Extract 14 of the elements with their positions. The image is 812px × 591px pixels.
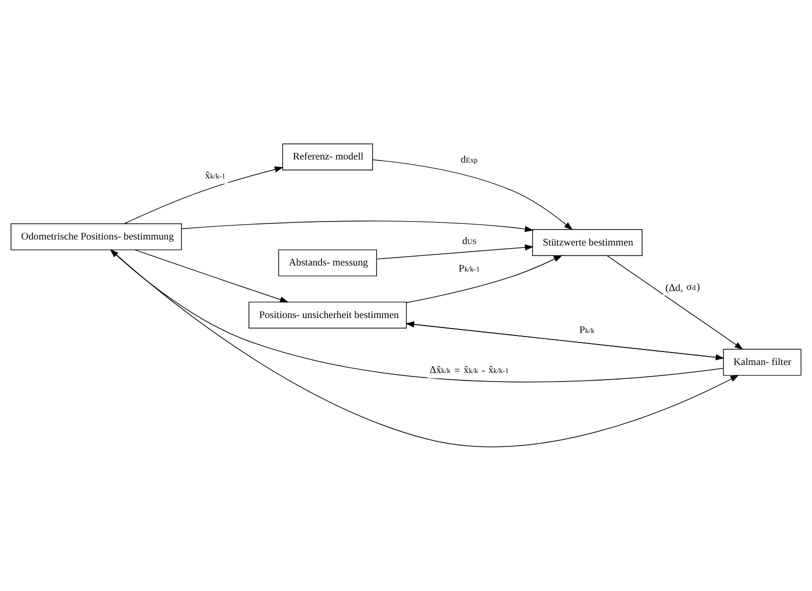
arrow [134, 249, 289, 302]
node-box: Kalman- filter [723, 348, 802, 376]
node-box: Odometrische Positions- bestimmung [10, 223, 182, 250]
arrow [376, 244, 534, 260]
arrow [372, 159, 573, 230]
arrow [124, 166, 284, 224]
node-box: Abstands- messung [278, 249, 377, 276]
arrow [606, 255, 744, 350]
arrow [406, 255, 562, 303]
node-box: Referenz- modell [282, 144, 373, 170]
arrow [181, 220, 534, 232]
node-box: Stützwerte bestimmen [532, 229, 642, 256]
arrow [110, 250, 740, 448]
node-box: Positions- unsicherheit bestimmen [248, 302, 407, 329]
